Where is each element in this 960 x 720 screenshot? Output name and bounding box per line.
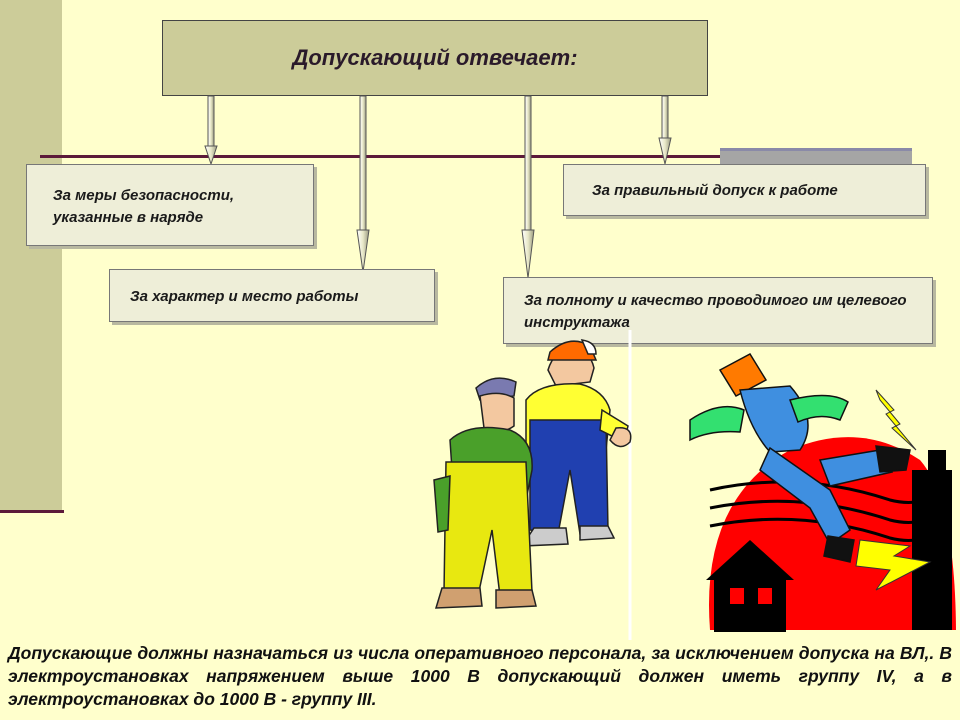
top-rule (40, 155, 910, 158)
work-nature-text: За характер и место работы (130, 288, 359, 305)
worker-blue (520, 339, 632, 547)
admission-box: За правильный допуск к работе (563, 164, 926, 216)
admission-text: За правильный допуск к работе (592, 182, 838, 199)
worker-yellow (433, 377, 537, 609)
side-band (0, 0, 62, 512)
page-title: Допускающий отвечает: (292, 45, 578, 70)
footer-note: Допускающие должны назначаться из числа … (8, 643, 952, 709)
arrow-to-nature (356, 95, 370, 273)
arrow-to-admission (658, 95, 672, 165)
safety-measures-text: За меры безопасности, указанные в наряде (53, 187, 235, 226)
title-box: Допускающий отвечает: (162, 20, 708, 96)
safety-measures-box: За меры безопасности, указанные в наряде (26, 164, 314, 246)
power-lines (709, 480, 951, 542)
side-divider (0, 510, 64, 513)
power-building (912, 450, 952, 630)
arrow-to-briefing (521, 95, 535, 279)
lightning-bolt-icon (855, 389, 932, 591)
work-nature-box: За характер и место работы (109, 269, 435, 322)
electric-shock-illustration (689, 353, 956, 632)
briefing-text: За полноту и качество проводимого им цел… (524, 292, 907, 331)
briefing-box: За полноту и качество проводимого им цел… (503, 277, 933, 344)
workers-illustration (433, 330, 632, 640)
arrow-to-safety (204, 95, 218, 166)
decorative-grey-bar (720, 148, 912, 164)
house-icon (706, 540, 794, 632)
falling-worker (689, 353, 911, 563)
